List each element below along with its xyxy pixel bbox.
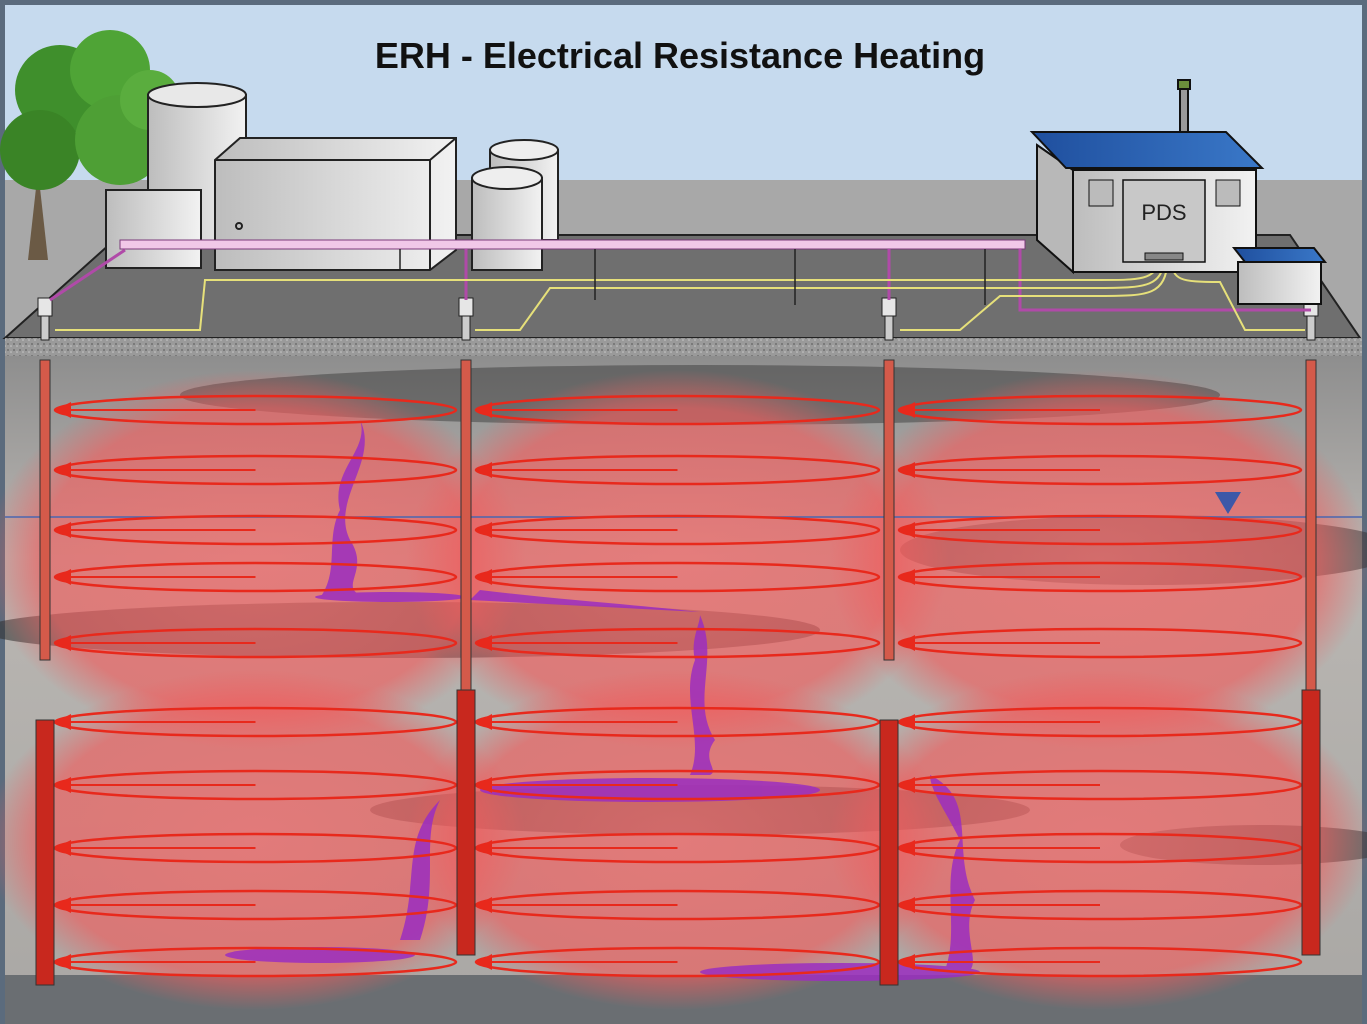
wellhead-icon	[37, 297, 53, 317]
tank-icon	[471, 177, 543, 271]
blower-unit-icon	[105, 189, 202, 269]
upper-electrode	[39, 359, 51, 661]
current-flow-arrows	[53, 394, 1303, 978]
lower-electrode	[1301, 689, 1321, 956]
lower-electrode	[456, 689, 476, 956]
treatment-system	[105, 82, 559, 271]
upper-electrode	[1305, 359, 1317, 701]
pds-label: PDS	[1141, 200, 1186, 225]
diagram-title: ERH - Electrical Resistance Heating	[375, 35, 985, 76]
power-distribution-building-icon	[1029, 79, 1328, 305]
wellhead-riser	[461, 315, 471, 341]
heated-zone	[406, 370, 949, 750]
lower-electrode	[35, 719, 55, 986]
tree-icon	[0, 30, 180, 260]
water-table-marker-icon	[1215, 492, 1241, 514]
tank-top	[147, 82, 247, 108]
heated-zone	[406, 670, 949, 1010]
treatment-unit-icon	[214, 137, 457, 271]
wellhead-riser	[1306, 315, 1316, 341]
surface-cover	[5, 338, 1362, 356]
wellhead-riser	[884, 315, 894, 341]
wellhead-riser	[40, 315, 50, 341]
upper-electrode	[883, 359, 895, 661]
heated-zone	[829, 370, 1367, 750]
heated-zone	[0, 670, 526, 1010]
vapor-lines	[49, 248, 1311, 312]
upper-electrode	[460, 359, 472, 701]
heated-zones	[0, 370, 1367, 1010]
lower-electrode	[879, 719, 899, 986]
pipe-supports	[399, 249, 986, 305]
vapor-header-pipe	[119, 239, 1026, 250]
wellhead-icon	[458, 297, 474, 317]
wellhead-icon	[881, 297, 897, 317]
contaminant-dnapl	[225, 420, 980, 981]
